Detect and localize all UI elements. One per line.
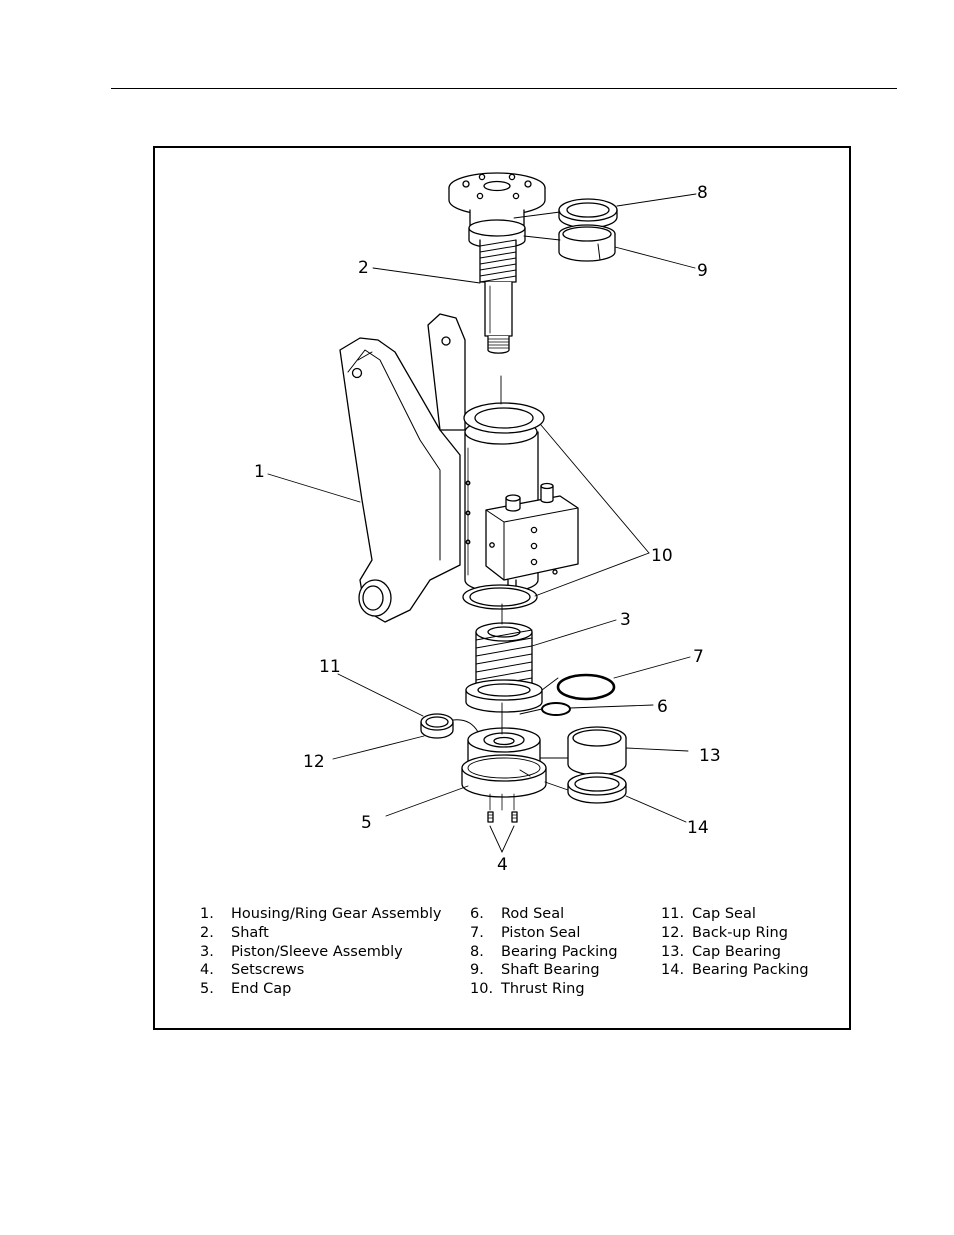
legend-number: 2.	[200, 924, 231, 943]
legend-number: 7.	[470, 924, 501, 943]
legend-number: 14.	[661, 961, 692, 980]
callout-12: 12	[303, 752, 325, 772]
housing-part	[340, 314, 578, 622]
legend-item: 5.End Cap	[200, 980, 441, 999]
legend-label: Shaft	[231, 924, 269, 943]
legend-label: End Cap	[231, 980, 291, 999]
legend-item: 8.Bearing Packing	[470, 943, 618, 962]
rod-seal	[542, 703, 570, 715]
end-cap-part	[462, 728, 546, 797]
callout-6: 6	[657, 697, 668, 717]
legend-column-1: 1.Housing/Ring Gear Assembly 2.Shaft 3.P…	[200, 905, 441, 999]
legend-item: 9.Shaft Bearing	[470, 961, 618, 980]
callout-11: 11	[319, 657, 341, 677]
legend-number: 12.	[661, 924, 692, 943]
thrust-ring-upper	[464, 403, 544, 433]
cap-bearing	[568, 727, 626, 775]
legend-item: 3.Piston/Sleeve Assembly	[200, 943, 441, 962]
legend-number: 13.	[661, 943, 692, 962]
callout-2: 2	[358, 258, 369, 278]
legend-label: Cap Bearing	[692, 943, 781, 962]
piston-sleeve-part	[466, 623, 542, 712]
legend-number: 3.	[200, 943, 231, 962]
legend-number: 8.	[470, 943, 501, 962]
shaft-bearing	[559, 225, 615, 261]
legend-label: Rod Seal	[501, 905, 564, 924]
legend-item: 14.Bearing Packing	[661, 961, 809, 980]
callout-14: 14	[687, 818, 709, 838]
legend-item: 6.Rod Seal	[470, 905, 618, 924]
legend-number: 11.	[661, 905, 692, 924]
callout-4: 4	[497, 855, 508, 875]
legend-item: 10.Thrust Ring	[470, 980, 618, 999]
legend-number: 9.	[470, 961, 501, 980]
thrust-ring-lower	[463, 585, 537, 609]
legend-number: 10.	[470, 980, 501, 999]
legend-item: 11.Cap Seal	[661, 905, 809, 924]
legend-column-2: 6.Rod Seal 7.Piston Seal 8.Bearing Packi…	[470, 905, 618, 999]
callout-1: 1	[254, 462, 265, 482]
callout-9: 9	[697, 261, 708, 281]
legend-item: 7.Piston Seal	[470, 924, 618, 943]
legend-label: Setscrews	[231, 961, 304, 980]
legend-item: 13.Cap Bearing	[661, 943, 809, 962]
bearing-packing-bottom	[568, 773, 626, 803]
legend-item: 4.Setscrews	[200, 961, 441, 980]
bearing-packing-top	[559, 199, 617, 228]
cap-seal	[421, 714, 453, 738]
legend-number: 4.	[200, 961, 231, 980]
legend-label: Back-up Ring	[692, 924, 788, 943]
legend-number: 5.	[200, 980, 231, 999]
setscrews-part	[488, 794, 517, 822]
legend-label: Thrust Ring	[501, 980, 585, 999]
shaft-part	[449, 173, 545, 353]
legend-label: Cap Seal	[692, 905, 756, 924]
legend-number: 1.	[200, 905, 231, 924]
legend-label: Piston/Sleeve Assembly	[231, 943, 403, 962]
legend-label: Bearing Packing	[692, 961, 809, 980]
legend-item: 1.Housing/Ring Gear Assembly	[200, 905, 441, 924]
legend-label: Shaft Bearing	[501, 961, 600, 980]
legend-item: 12.Back-up Ring	[661, 924, 809, 943]
legend-number: 6.	[470, 905, 501, 924]
callout-8: 8	[697, 183, 708, 203]
callout-3: 3	[620, 610, 631, 630]
callout-5: 5	[361, 813, 372, 833]
callout-10: 10	[651, 546, 673, 566]
legend-label: Piston Seal	[501, 924, 580, 943]
callout-7: 7	[693, 647, 704, 667]
legend-label: Bearing Packing	[501, 943, 618, 962]
legend-item: 2.Shaft	[200, 924, 441, 943]
legend-label: Housing/Ring Gear Assembly	[231, 905, 441, 924]
legend-column-3: 11.Cap Seal 12.Back-up Ring 13.Cap Beari…	[661, 905, 809, 980]
callout-13: 13	[699, 746, 721, 766]
piston-seal	[558, 675, 614, 699]
